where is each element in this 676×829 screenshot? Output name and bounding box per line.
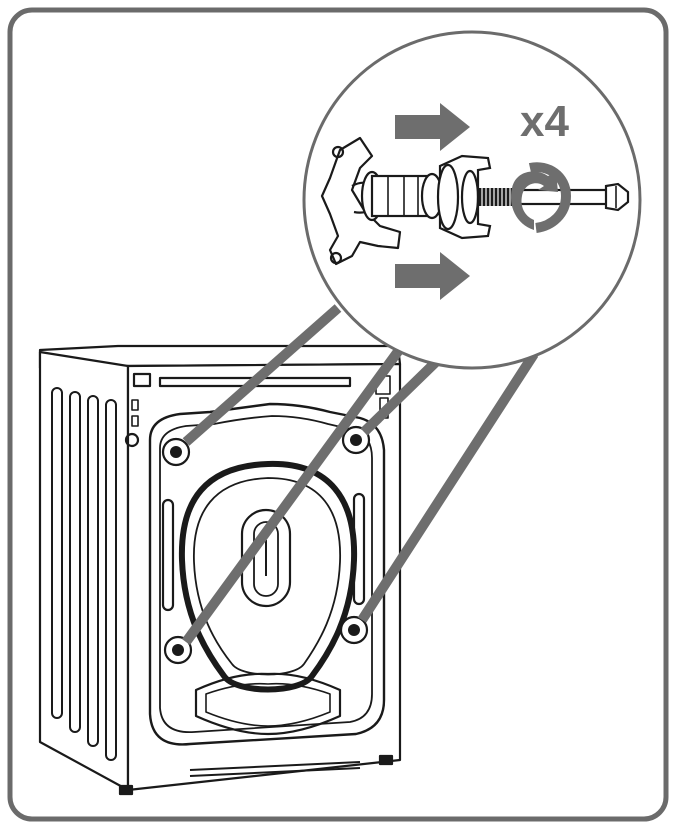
pointer-top-left <box>182 304 342 446</box>
hub-oval-inner <box>253 521 279 597</box>
pointer-lines <box>181 304 539 645</box>
rotate-counterclockwise-icon <box>510 162 572 233</box>
drum-cover-outer <box>178 460 358 693</box>
pointer-bottom-right <box>357 351 539 623</box>
washing-machine-rear <box>38 344 402 796</box>
foot-left <box>118 784 134 796</box>
water-inlet <box>124 432 140 448</box>
arrow-right-icon <box>395 252 470 300</box>
bottom-rail-2 <box>189 767 361 777</box>
bolt-cap <box>436 154 492 240</box>
pointer-top-right <box>360 354 444 436</box>
bottom-rail <box>189 761 361 771</box>
rear-panel-frame <box>148 402 386 746</box>
arrow-right-icon <box>395 103 470 151</box>
bottom-handle-inner <box>205 682 331 727</box>
bolt-bottom-right <box>339 615 369 645</box>
machine-rear-panel <box>126 362 402 792</box>
bolt-top-right <box>341 425 371 455</box>
machine-side-panel <box>38 350 130 792</box>
count-label: x4 <box>520 97 569 146</box>
pointer-bottom-left <box>181 343 407 645</box>
bolt-top-left <box>161 437 191 467</box>
bolt-bottom-left <box>163 635 193 665</box>
foot-right <box>378 754 394 766</box>
left-slot <box>161 498 175 612</box>
bolt-sleeve <box>360 170 444 222</box>
transit-bolt-positions <box>161 425 371 665</box>
side-grooves <box>51 387 117 761</box>
zoom-callout: x4 <box>302 30 642 370</box>
bottom-handle <box>194 672 342 736</box>
top-label <box>132 372 152 388</box>
